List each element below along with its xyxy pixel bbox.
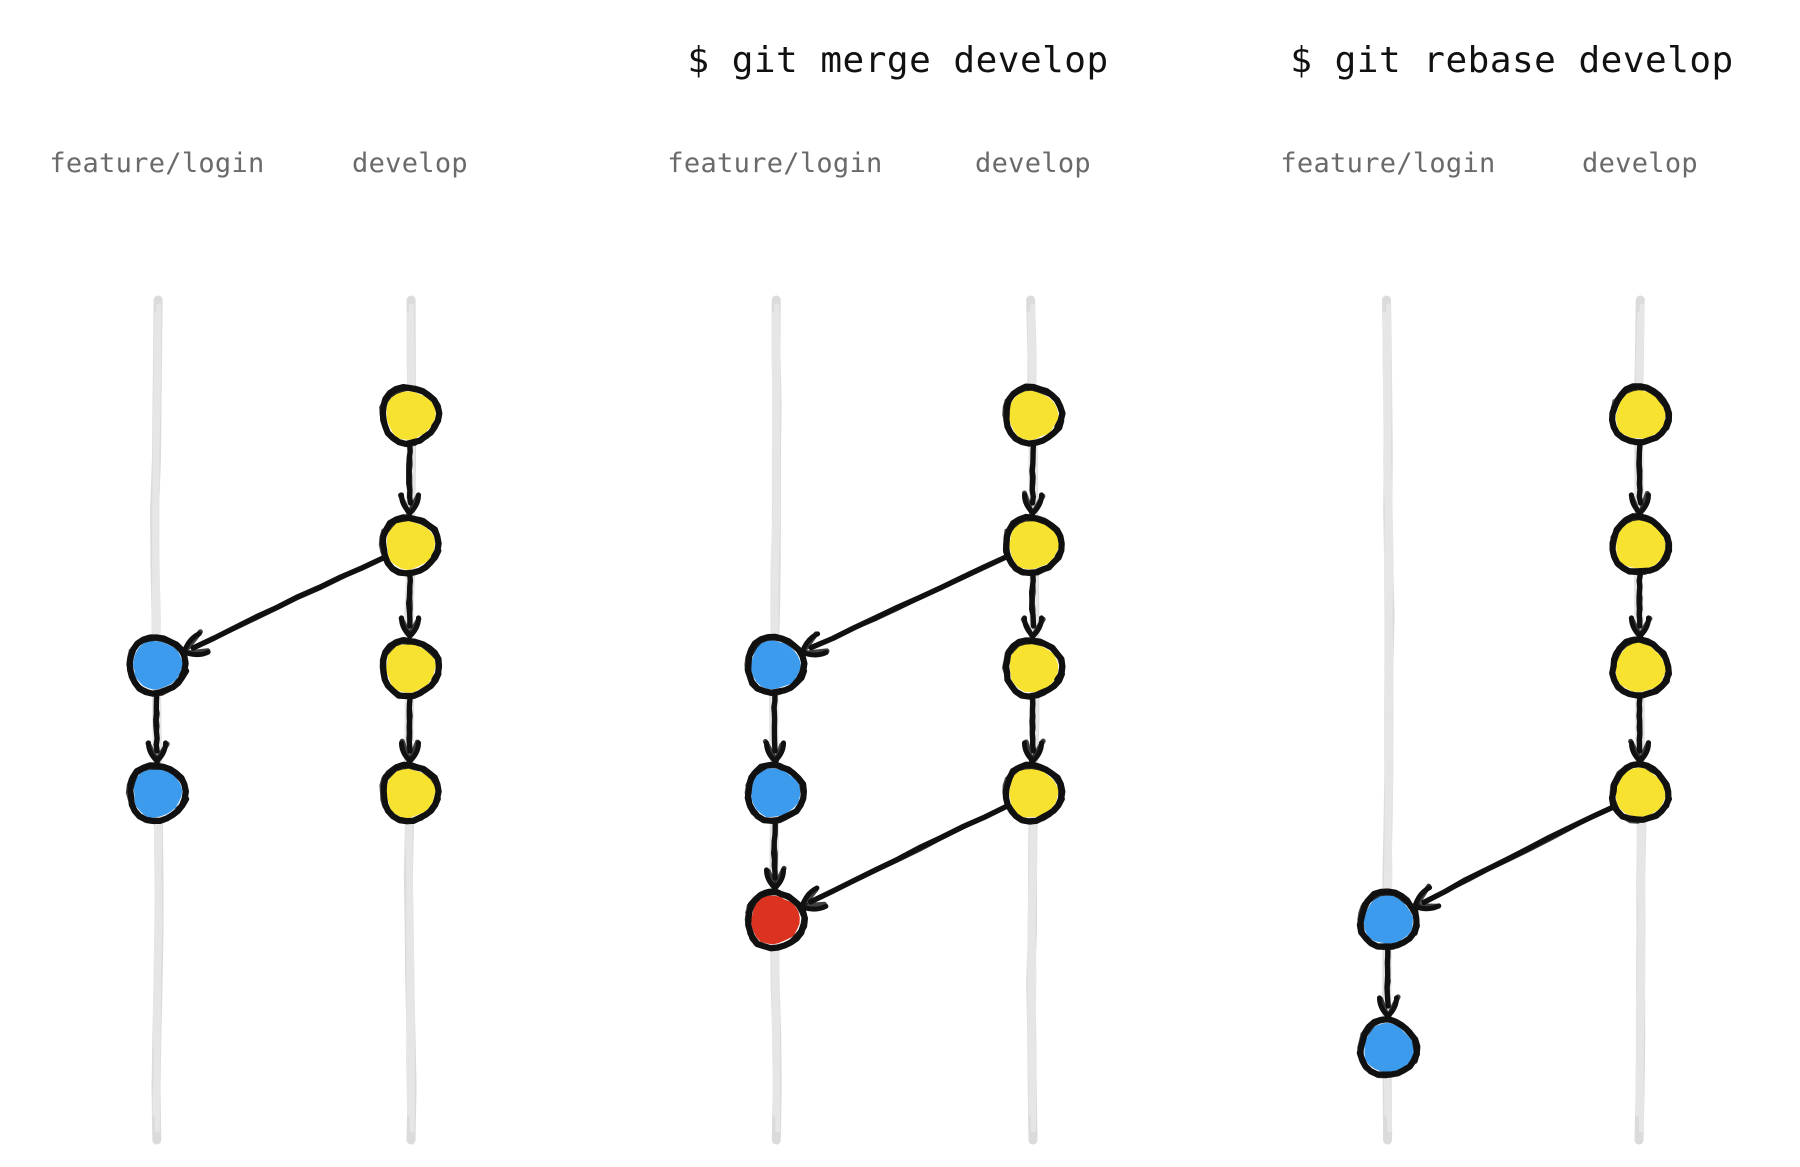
edge-rebase-b4-f1 [1421,804,1617,905]
lane-label-develop: develop [1582,148,1698,179]
commit-nodes-layer [125,383,1673,1079]
panel-title-merge: $ git merge develop [687,40,1108,81]
edges-layer [145,442,1653,1020]
commit-node-feature[interactable] [744,633,808,697]
edge-before-b2-f1 [190,555,386,651]
commit-node-feature[interactable] [1356,888,1420,951]
commit-node-feature[interactable] [744,761,807,824]
arrow-head-icon [1376,994,1401,1020]
arrow-head-icon [1411,883,1442,912]
edge-merge-b2-f1 [808,554,1009,651]
edge-rebase-f1-f2 [1384,947,1391,1009]
commit-node-base[interactable] [1002,761,1066,825]
arrow-head-icon [762,738,787,765]
lane-label-feature-login: feature/login [49,148,264,179]
lane-label-feature-login: feature/login [1280,148,1495,179]
arrow-head-icon [398,615,422,639]
arrow-head-icon [799,631,830,658]
panel-title-rebase: $ git rebase develop [1290,40,1733,81]
commit-node-base[interactable] [1609,636,1672,699]
arrow-head-icon [1628,738,1652,765]
lane-label-develop: develop [975,148,1091,179]
commit-node-feature[interactable] [126,634,190,697]
commit-node-base[interactable] [1608,760,1672,824]
arrow-head-icon [398,738,422,764]
arrow-head-icon [397,492,422,517]
arrow-head-icon [1628,490,1652,517]
commit-node-base[interactable] [1609,513,1673,576]
labels-layer: feature/login develop feature/login develop… [49,40,1733,179]
edge-merge-f1-f2 [771,692,778,754]
commit-node-base[interactable] [379,637,443,700]
arrow-head-icon [1628,615,1653,640]
commit-node-base[interactable] [378,514,442,577]
edge-before-b2-b3 [406,572,413,629]
edge-rebase-b2-b3 [1636,572,1643,629]
commit-node-base[interactable] [1002,637,1066,700]
arrow-head-icon [1021,738,1046,765]
edge-rebase-b1-b2 [1636,442,1644,506]
arrow-head-icon [763,865,787,891]
commit-node-base[interactable] [1609,383,1673,446]
edge-before-f1-f2 [153,692,160,754]
edge-before-b3-b4 [406,695,413,754]
arrow-head-icon [1021,490,1046,517]
edge-rebase-b3-b4 [1636,695,1643,754]
edge-merge-b1-b2 [1029,442,1037,506]
edge-before-b1-b2 [406,442,414,506]
commit-node-base[interactable] [379,761,442,825]
commit-node-merge-commit[interactable] [744,888,808,952]
lane-lines-layer [150,295,1647,1145]
edge-merge-f2-m1 [771,820,778,881]
edge-merge-b2-b3 [1029,572,1037,629]
arrow-head-icon [145,740,170,765]
commit-node-base[interactable] [1002,383,1066,447]
lane-label-feature-login: feature/login [667,148,882,179]
lane-label-develop: develop [352,148,468,179]
edge-merge-b3-b4 [1029,695,1037,754]
commit-node-base[interactable] [1002,513,1065,576]
commit-node-feature[interactable] [125,762,190,825]
arrow-head-icon [1020,615,1046,640]
commit-node-feature[interactable] [1356,1016,1421,1079]
edge-merge-b4-m1 [807,803,1009,905]
commit-node-base[interactable] [379,384,443,448]
